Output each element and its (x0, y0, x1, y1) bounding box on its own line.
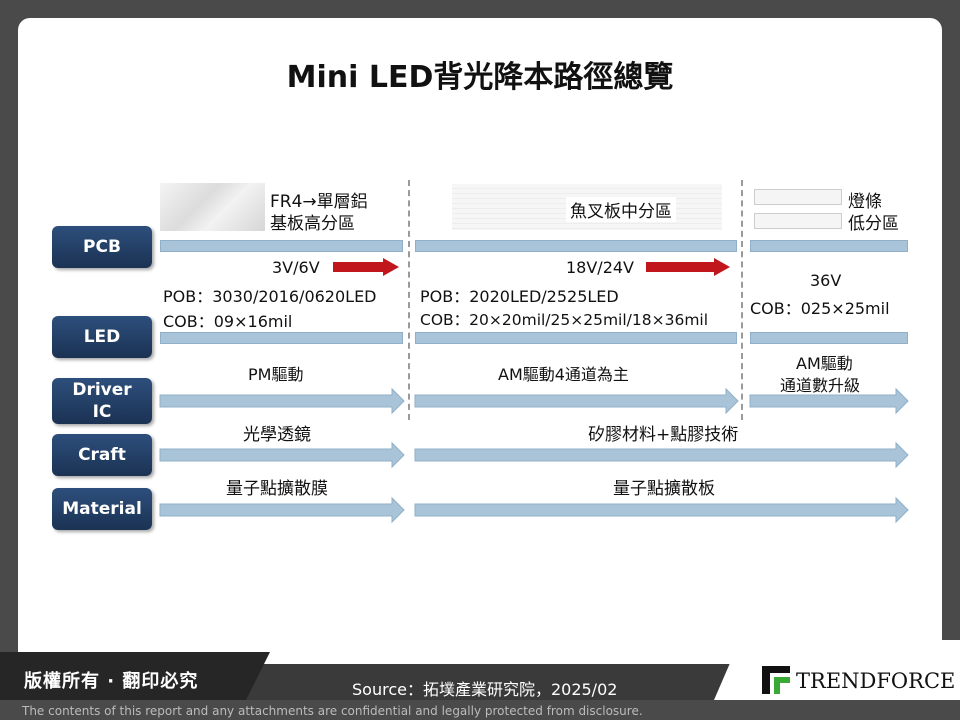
red-arrow-icon (333, 258, 399, 276)
craft-arrow-col1 (159, 441, 405, 469)
pcb-fishbone-text: 魚叉板中分區 (566, 197, 676, 222)
trendforce-logo-text: TRENDFORCE (796, 669, 956, 693)
material-text-col2: 量子點擴散板 (613, 479, 715, 499)
material-text-col1: 量子點擴散膜 (226, 479, 328, 499)
pcb-fr4-text-2: 基板高分區 (270, 214, 355, 234)
pcb-image-fr4 (160, 183, 265, 231)
led-voltage-col2: 18V/24V (566, 258, 634, 277)
pcb-bar-col1 (160, 240, 403, 252)
material-arrow-col2 (414, 496, 909, 524)
driver-text-col3-line1: AM驅動 (796, 354, 853, 373)
led-voltage-col1: 3V/6V (272, 258, 320, 277)
driver-arrow-col2 (414, 387, 739, 415)
row-label-pcb: PCB (52, 226, 152, 268)
row-label-craft: Craft (52, 434, 152, 476)
column-separator (408, 180, 410, 420)
craft-text-col2: 矽膠材料+點膠技術 (588, 425, 739, 445)
led-bar-col2 (415, 332, 737, 344)
craft-arrow-col2 (414, 441, 909, 469)
pcb-bar-col2 (415, 240, 737, 252)
led-bar-col3 (750, 332, 908, 344)
led-pob-col2: POB：2020LED/2525LED (420, 287, 619, 306)
pcb-image-lightbar-top (754, 189, 842, 205)
led-cob-col1: COB：09×16mil (163, 312, 293, 331)
pcb-lightbar-text-1: 燈條 (848, 192, 882, 212)
copyright-text: 版權所有 · 翻印必究 (24, 671, 199, 692)
driver-arrow-col1 (159, 387, 405, 415)
disclaimer-text: The contents of this report and any atta… (22, 704, 643, 718)
pcb-image-lightbar-bottom (754, 213, 842, 229)
led-bar-col1 (160, 332, 403, 344)
driver-text-col3-line2: 通道數升級 (780, 376, 861, 395)
row-label-led: LED (52, 316, 152, 358)
material-arrow-col1 (159, 496, 405, 524)
driver-text-col1: PM驅動 (248, 365, 304, 384)
row-label-material: Material (52, 488, 152, 530)
page-title: Mini LED背光降本路徑總覽 (286, 60, 674, 95)
pcb-fr4-text-1: FR4→單層鋁 (270, 192, 368, 212)
row-label-driver-ic: Driver IC (52, 378, 152, 424)
row-label-driver-line1: Driver (72, 380, 132, 400)
pcb-lightbar-text-2: 低分區 (848, 214, 899, 234)
red-arrow-icon (646, 258, 730, 276)
pcb-bar-col3 (750, 240, 908, 252)
craft-text-col1: 光學透鏡 (243, 425, 311, 445)
driver-text-col2: AM驅動4通道為主 (498, 365, 629, 384)
led-voltage-col3: 36V (810, 271, 842, 290)
led-pob-col1: POB：3030/2016/0620LED (163, 287, 377, 306)
led-cob-col2: COB：20×20mil/25×25mil/18×36mil (420, 311, 709, 329)
column-separator (741, 180, 743, 420)
trendforce-logo-icon (762, 666, 790, 694)
led-cob-col3: COB：025×25mil (750, 299, 890, 318)
driver-arrow-col3 (749, 387, 909, 415)
source-text: Source：拓墣產業研究院，2025/02 (352, 680, 618, 699)
row-label-driver-line2: IC (92, 402, 112, 422)
slide-card (18, 18, 942, 674)
